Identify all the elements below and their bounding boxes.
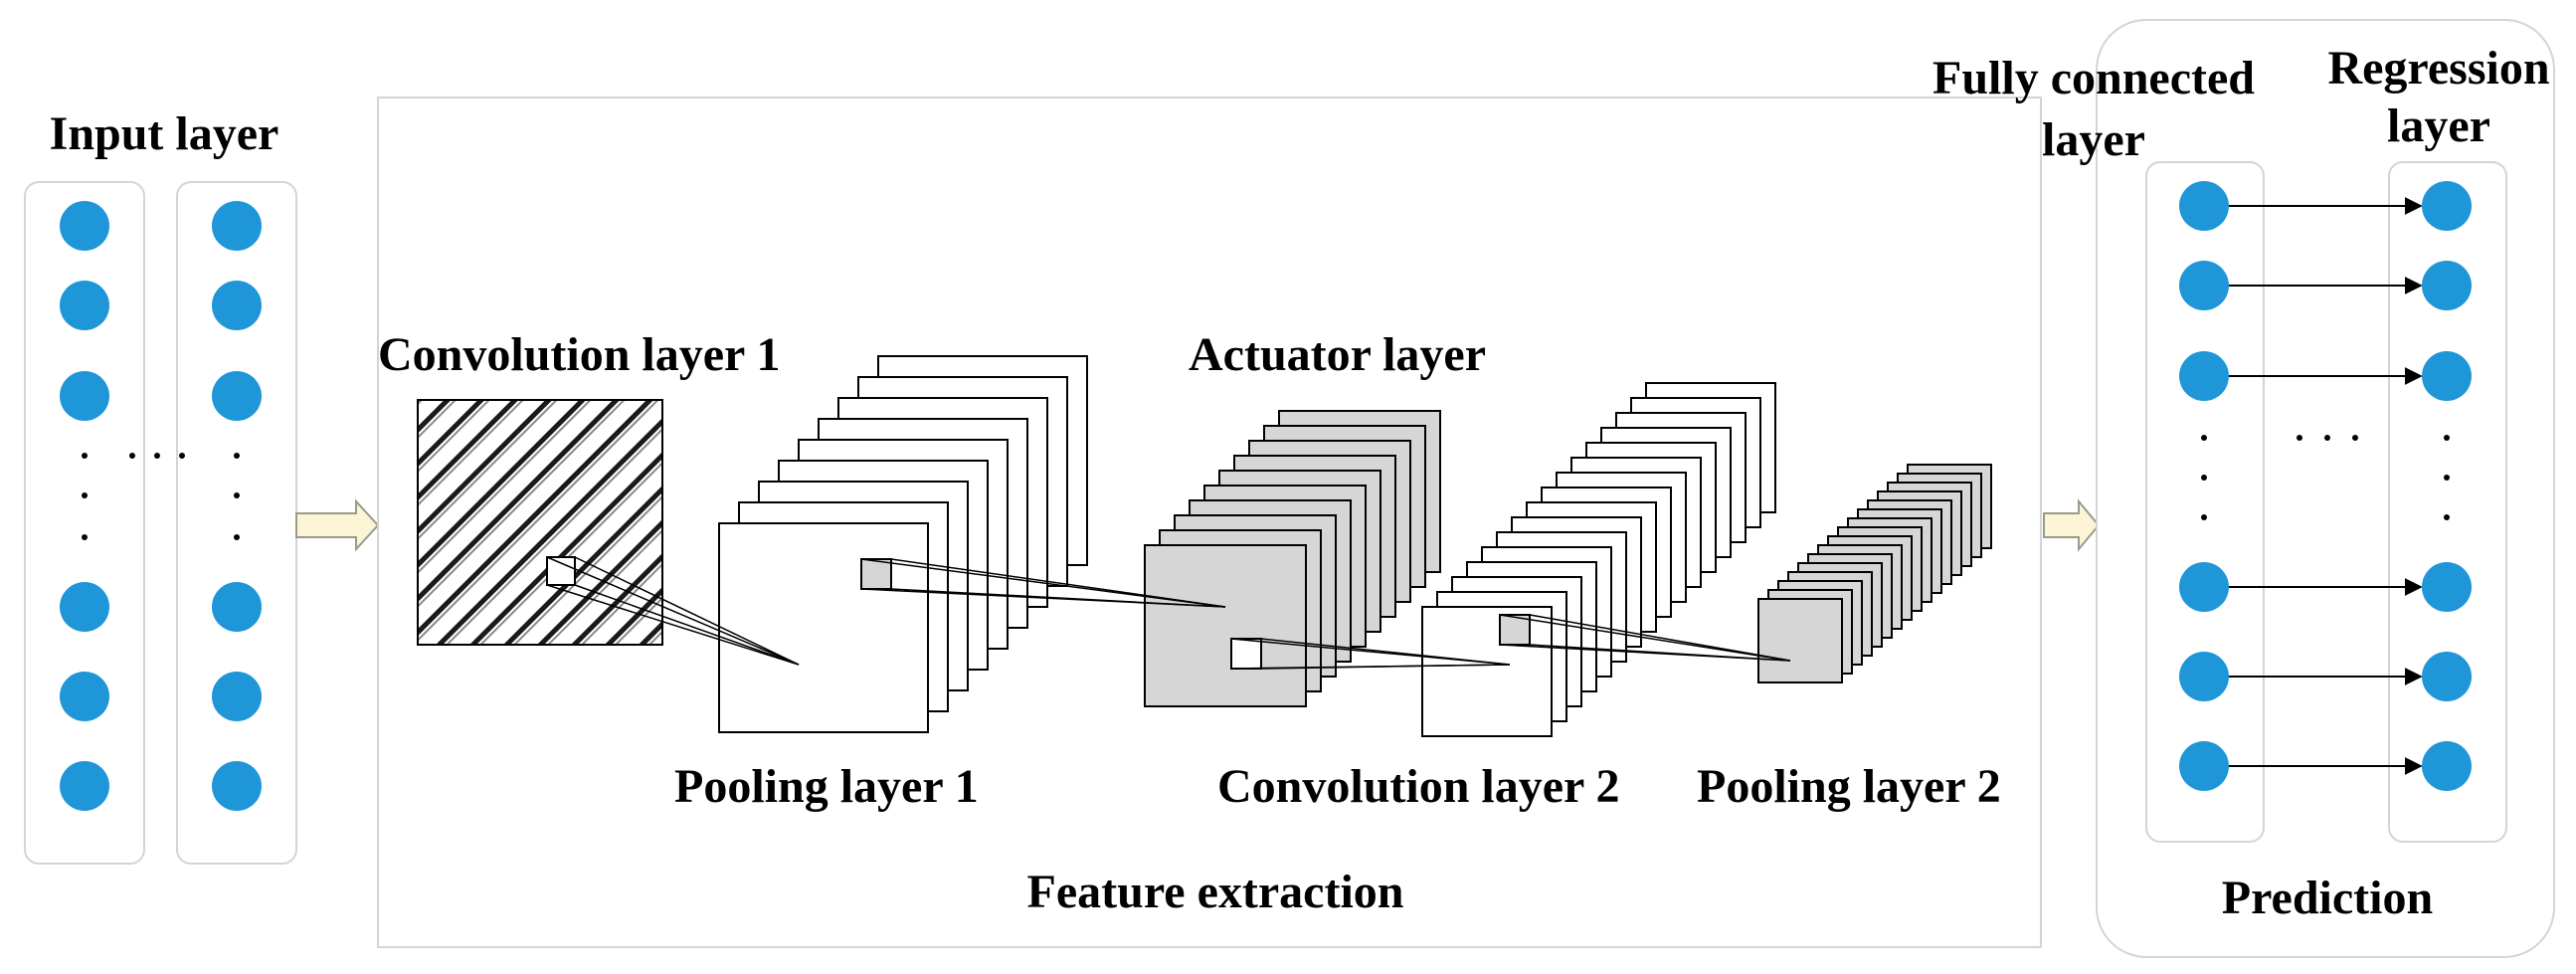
regression-node [2422, 181, 2472, 231]
conv1-input-image [417, 399, 663, 646]
fc-node [2179, 181, 2229, 231]
input-node [60, 201, 109, 251]
input-column-1 [24, 181, 145, 865]
conv1-label: Convolution layer 1 [378, 328, 780, 381]
input-node [60, 371, 109, 421]
input-node [212, 371, 262, 421]
feature-map [718, 522, 929, 733]
input-nodes [60, 201, 262, 811]
input-node [60, 582, 109, 632]
conv2-label: Convolution layer 2 [1217, 760, 1619, 813]
fc-node [2179, 261, 2229, 310]
pool1-label: Pooling layer 1 [674, 760, 979, 813]
conv2-window [1499, 614, 1531, 646]
prediction-section: Fully connected layer Regression layer P… [1932, 19, 2555, 958]
prediction-label: Prediction [2222, 872, 2433, 924]
fc-node [2179, 741, 2229, 791]
pool2-feature-maps [1757, 464, 1992, 683]
feature-extraction-section: Convolution layer 1 Actuator layer Pooli… [377, 97, 2042, 948]
pool2-label: Pooling layer 2 [1697, 760, 2001, 813]
feature-map [1757, 598, 1843, 683]
feature-map [1144, 544, 1307, 707]
regression-node [2422, 261, 2472, 310]
regression-label-line2: layer [2387, 99, 2490, 152]
projection-lines [546, 556, 1791, 670]
actuator-label: Actuator layer [1189, 328, 1486, 381]
fc-label-line2: layer [2042, 113, 2145, 166]
feature-extraction-label: Feature extraction [1027, 866, 1404, 918]
input-node [212, 582, 262, 632]
input-node [60, 281, 109, 330]
actuator-window [1230, 638, 1262, 670]
regression-nodes [2422, 181, 2472, 791]
input-node [60, 672, 109, 721]
feature-map [1421, 606, 1553, 737]
regression-node [2422, 351, 2472, 401]
input-node [212, 672, 262, 721]
regression-label-line1: Regression [2327, 42, 2549, 95]
regression-node [2422, 652, 2472, 701]
fc-node [2179, 351, 2229, 401]
prediction-ellipsis [2201, 435, 2450, 520]
input-node [212, 761, 262, 811]
pool1-window [860, 558, 892, 590]
regression-node [2422, 741, 2472, 791]
fc-connections [2204, 197, 2423, 775]
actuator-feature-maps [1144, 410, 1441, 707]
input-node [60, 761, 109, 811]
fc-nodes [2179, 181, 2229, 791]
conv1-kernel-window [546, 556, 576, 586]
input-layer-section: Input layer [24, 107, 297, 865]
flow-arrow-output [2043, 498, 2101, 552]
fc-node [2179, 562, 2229, 612]
conv2-feature-maps [1421, 382, 1776, 737]
regression-node [2422, 562, 2472, 612]
fc-node [2179, 652, 2229, 701]
fc-column [2145, 161, 2265, 843]
flow-arrow-input [295, 498, 380, 552]
input-ellipsis [82, 453, 240, 540]
input-node [212, 281, 262, 330]
input-node [212, 201, 262, 251]
pool1-feature-maps [718, 355, 1088, 733]
input-layer-label: Input layer [50, 107, 279, 160]
fc-label-line1: Fully connected [1932, 52, 2255, 104]
